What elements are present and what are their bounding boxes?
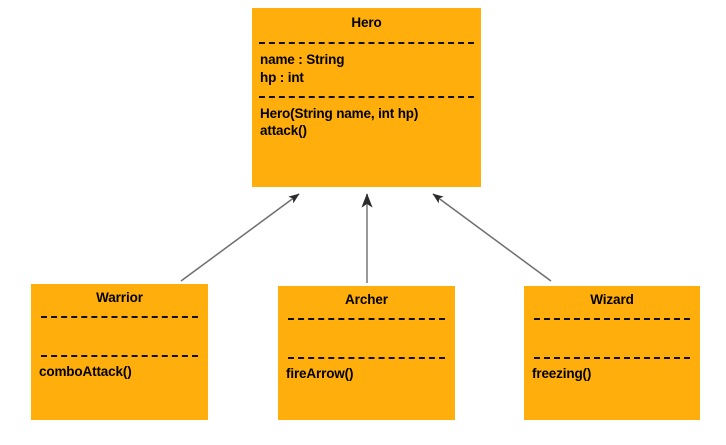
attribute-row: name : String	[260, 51, 345, 67]
class-separator-operations	[534, 356, 690, 359]
class-separator-attributes	[259, 41, 474, 44]
class-separator-operations	[288, 356, 445, 359]
class-separator-attributes	[534, 317, 690, 320]
operation-row: fireArrow()	[286, 365, 354, 381]
class-name-warrior: Warrior	[96, 290, 143, 305]
class-box-archer[interactable]: Archer fireArrow()	[278, 286, 455, 420]
operation-row: comboAttack()	[39, 363, 132, 379]
class-separator-attributes	[288, 317, 445, 320]
class-box-warrior[interactable]: Warrior comboAttack()	[31, 284, 208, 420]
operation-row: freezing()	[532, 365, 592, 381]
operations-compartment-hero: Hero(String name, int hp) attack()	[252, 98, 481, 141]
operations-compartment-warrior: comboAttack()	[31, 357, 208, 381]
inheritance-arrow-warrior-to-hero	[180, 193, 300, 282]
attributes-compartment-warrior	[31, 318, 208, 338]
attributes-compartment-archer	[278, 320, 455, 340]
attributes-compartment-hero: name : String hp : int	[252, 44, 481, 87]
class-name-hero: Hero	[351, 15, 382, 30]
operation-row: attack()	[260, 123, 307, 139]
class-separator-operations	[41, 354, 198, 357]
class-box-hero[interactable]: Hero name : String hp : int Hero(String …	[252, 8, 481, 187]
operations-compartment-wizard: freezing()	[524, 359, 700, 383]
class-box-wizard[interactable]: Wizard freezing()	[524, 286, 700, 420]
class-name-wizard: Wizard	[590, 292, 634, 307]
class-separator-operations	[259, 95, 474, 98]
attribute-row: hp : int	[260, 69, 304, 85]
attributes-compartment-wizard	[524, 320, 700, 340]
operation-row: Hero(String name, int hp)	[260, 105, 419, 121]
inheritance-arrow-wizard-to-hero	[432, 193, 552, 282]
class-separator-attributes	[41, 315, 198, 318]
operations-compartment-archer: fireArrow()	[278, 359, 455, 383]
class-name-archer: Archer	[345, 292, 388, 307]
